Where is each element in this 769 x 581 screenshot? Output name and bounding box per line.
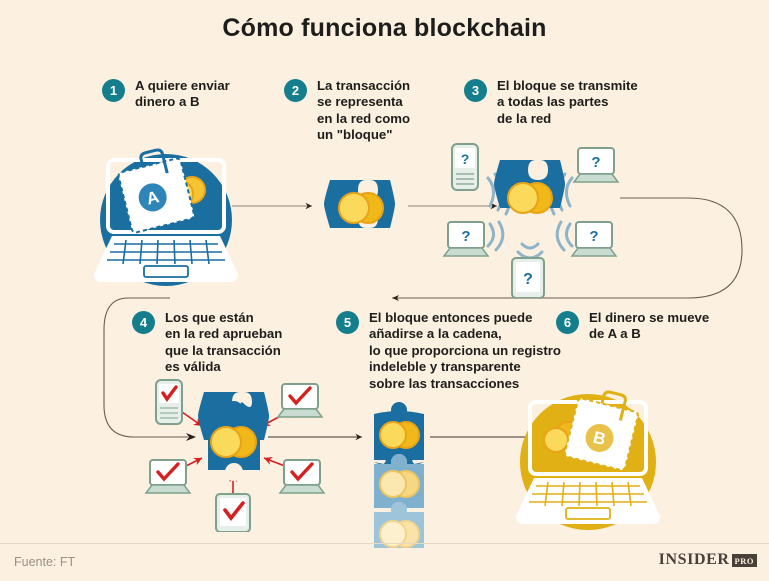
step-text-3: El bloque se transmite a todas las parte… [497,78,638,126]
step-3: 3 El bloque se transmite a todas las par… [464,78,638,127]
wallet-label-b: B [591,428,608,449]
laptop-base [94,236,238,282]
chain-block-3 [374,502,424,548]
central-block [494,160,565,214]
step-4: 4 Los que están en la red aprueban que l… [132,310,282,376]
svg-text:?: ? [523,271,533,288]
step-badge-1: 1 [102,79,125,102]
node-laptop-question-br: ? [570,221,618,257]
source-label: Fuente: FT [14,555,76,569]
logo-wordmark: INSIDER [658,551,730,568]
wallet-b: B [563,390,639,472]
node-phone-approved [155,379,183,425]
coins-gold [338,192,384,224]
node-tablet-question: ? [511,257,545,298]
wallet-label-a: A [145,187,162,208]
chain-block-1 [374,402,424,470]
node-laptop-question-tr: ? [572,147,620,183]
node-laptop-approved-bl [144,459,192,494]
step-2: 2 La transacción se representa en la red… [284,78,410,144]
logo-pro-badge: PRO [731,554,757,567]
laptop-trackpad [565,507,611,520]
step-badge-6: 6 [556,311,579,334]
central-block [198,392,269,481]
step-text-6: El dinero se mueve de A a B [589,310,710,342]
node-laptop-question-bl: ? [442,221,490,257]
insider-pro-logo: INSIDER PRO [659,551,757,569]
arrowhead-row2-left [392,295,399,301]
step-text-4: Los que están en la red aprueban que la … [165,310,283,375]
step-badge-5: 5 [336,311,359,334]
step-badge-4: 4 [132,311,155,334]
illustration-block-chain [374,402,424,548]
step-badge-2: 2 [284,79,307,102]
step-6: 6 El dinero se mueve de A a B [556,310,709,343]
illustration-block-puzzle [324,180,395,228]
node-tablet-approved [215,493,251,532]
svg-text:?: ? [461,151,470,167]
illustration-approval-network [144,379,326,532]
illustration-laptop-wallet-a: A [94,148,238,286]
step-1: 1 A quiere enviar dinero a B [102,78,230,111]
svg-text:?: ? [589,228,598,245]
svg-text:?: ? [591,154,600,171]
laptop-keyboard [529,481,647,507]
laptop-trackpad [143,265,189,278]
illustration-broadcast-network: ? ? ? ? ? [442,143,620,298]
svg-text:?: ? [461,228,470,245]
connector-left-uturn [103,297,188,438]
page-title: Cómo funciona blockchain [222,14,547,42]
footer-divider [0,543,769,544]
step-text-2: La transacción se representa en la red c… [317,78,411,143]
laptop-screen [106,158,226,234]
laptop-base [516,478,660,524]
arrowhead-into-step4 [186,433,196,441]
node-laptop-approved-br [278,459,326,494]
node-phone-question: ? [451,143,479,191]
connector-right-uturn [392,197,743,299]
illustration-laptop-wallet-b: B [516,390,660,530]
wallet-a: A [117,148,196,234]
step-5: 5 El bloque entonces puede añadirse a la… [336,310,561,392]
laptop-keyboard [107,239,225,265]
node-laptop-approved-tr [276,383,324,418]
step-text-1: A quiere enviar dinero a B [135,78,230,110]
step-text-5: El bloque entonces puede añadirse a la c… [369,310,561,391]
step-badge-3: 3 [464,79,487,102]
